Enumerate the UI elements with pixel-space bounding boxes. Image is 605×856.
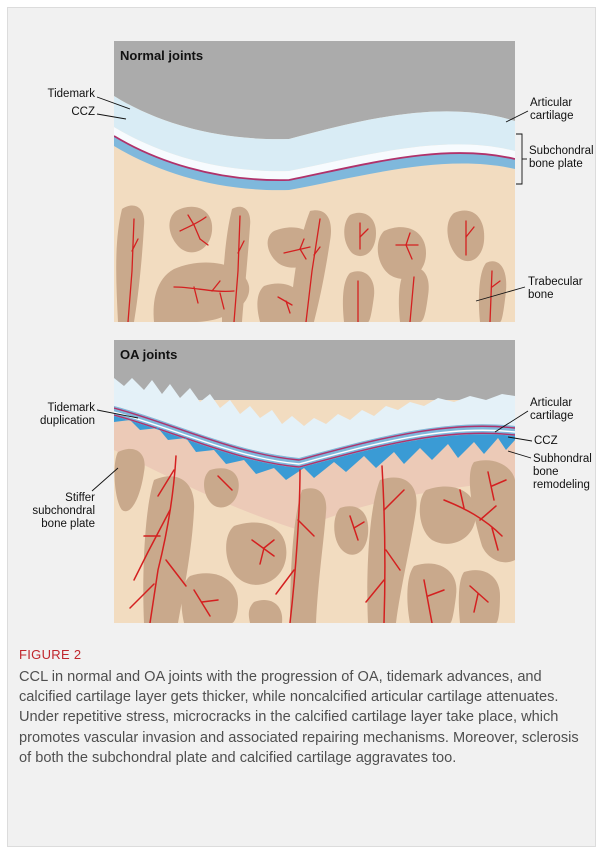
leader-articular-cartilage-oa <box>495 411 528 432</box>
leader-ccz-oa <box>508 437 532 441</box>
label-tidemark-duplication: Tidemark duplication <box>20 402 95 428</box>
label-articular-cartilage-oa: Articular cartilage <box>530 397 596 423</box>
leader-stiffer-plate <box>92 468 118 491</box>
figure-caption: CCL in normal and OA joints with the pro… <box>19 667 579 768</box>
label-stiffer-subchondral-bone-plate: Stiffer subchondral bone plate <box>20 492 95 531</box>
label-ccz-oa: CCZ <box>534 435 594 448</box>
figure-label: FIGURE 2 <box>19 647 81 662</box>
label-subchondral-bone-remodeling: Subhondral bone remodeling <box>533 453 599 492</box>
subchondral-bracket <box>516 134 522 184</box>
leader-ccz-normal <box>97 114 126 119</box>
label-subchondral-bone-plate: Subchondral bone plate <box>529 145 595 171</box>
label-articular-cartilage-normal: Articular cartilage <box>530 97 596 123</box>
leader-tidemark-duplication <box>97 410 138 418</box>
label-ccz-normal: CCZ <box>20 106 95 119</box>
leader-trabecular-bone <box>476 287 525 301</box>
label-trabecular-bone: Trabecular bone <box>528 276 594 302</box>
leader-tidemark <box>97 97 130 109</box>
label-tidemark: Tidemark <box>20 88 95 101</box>
leader-articular-cartilage-normal <box>506 111 528 122</box>
leader-subchondral-remodeling <box>508 451 531 458</box>
